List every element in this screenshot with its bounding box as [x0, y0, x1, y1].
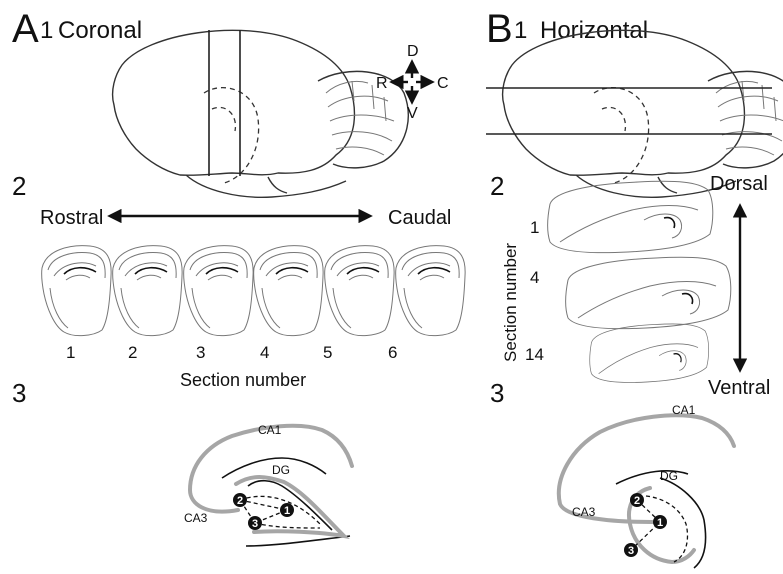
- svg-text:1: 1: [657, 517, 663, 529]
- recording-site-marker: 2: [630, 493, 644, 507]
- dorsal-label: Dorsal: [710, 173, 768, 195]
- coronal-section-5: [325, 246, 395, 336]
- horizontal-section-number: 14: [525, 345, 544, 364]
- coronal-section-number: 6: [388, 343, 397, 362]
- horizontal-section-4: [566, 257, 731, 328]
- coronal-section-number: 2: [128, 343, 137, 362]
- horizontal-ca1-label: CA1: [672, 403, 696, 417]
- coronal-ca1-label: CA1: [258, 423, 282, 437]
- compass-ventral-label: V: [407, 105, 418, 122]
- orientation-compass: D V R C: [376, 43, 449, 122]
- svg-text:1: 1: [284, 505, 290, 517]
- panel-a-step1: 1: [40, 17, 53, 44]
- coronal-section-2: [113, 246, 183, 336]
- svg-text:3: 3: [252, 518, 258, 530]
- horizontal-section-axis-label: Section number: [501, 243, 520, 362]
- coronal-section-number: 1: [66, 343, 75, 362]
- svg-text:2: 2: [237, 495, 243, 507]
- horizontal-ca3-label: CA3: [572, 505, 596, 519]
- recording-site-marker: 3: [624, 543, 638, 557]
- panel-a-step2: 2: [12, 171, 26, 201]
- compass-dorsal-label: D: [407, 43, 419, 60]
- horizontal-section-1: [548, 181, 713, 252]
- coronal-section-1: [42, 246, 112, 336]
- coronal-section-number: 3: [196, 343, 205, 362]
- svg-text:2: 2: [634, 495, 640, 507]
- horizontal-hippocampus-schematic: [559, 415, 734, 568]
- coronal-section-3: [184, 246, 254, 336]
- horizontal-section-number: 4: [530, 268, 539, 287]
- coronal-section-number: 4: [260, 343, 269, 362]
- coronal-brain-outline: [113, 30, 409, 197]
- panel-a-title: Coronal: [58, 17, 142, 44]
- coronal-section-6: [396, 246, 466, 336]
- compass-rostral-label: R: [376, 75, 388, 92]
- horizontal-dg-label: DG: [660, 469, 678, 483]
- panel-b-step3: 3: [490, 378, 504, 408]
- compass-caudal-label: C: [437, 75, 449, 92]
- panel-b-letter: B: [486, 7, 513, 51]
- recording-site-marker: 3: [248, 516, 262, 530]
- caudal-label: Caudal: [388, 207, 451, 229]
- panel-a-letter: A: [12, 7, 39, 51]
- coronal-section-axis-label: Section number: [180, 370, 306, 390]
- svg-text:3: 3: [628, 545, 634, 557]
- coronal-hippocampus-schematic: [190, 426, 352, 546]
- panel-b-step2: 2: [490, 171, 504, 201]
- recording-site-marker: 2: [233, 493, 247, 507]
- horizontal-section-number: 1: [530, 218, 539, 237]
- recording-site-marker: 1: [653, 515, 667, 529]
- coronal-dg-label: DG: [272, 463, 290, 477]
- horizontal-section-14: [590, 324, 709, 383]
- recording-site-marker: 1: [280, 503, 294, 517]
- coronal-section-4: [254, 246, 324, 336]
- rostral-label: Rostral: [40, 207, 103, 229]
- coronal-section-number: 5: [323, 343, 332, 362]
- panel-b-step1: 1: [514, 17, 527, 44]
- panel-a-step3: 3: [12, 378, 26, 408]
- coronal-ca3-label: CA3: [184, 511, 208, 525]
- ventral-label: Ventral: [708, 377, 770, 399]
